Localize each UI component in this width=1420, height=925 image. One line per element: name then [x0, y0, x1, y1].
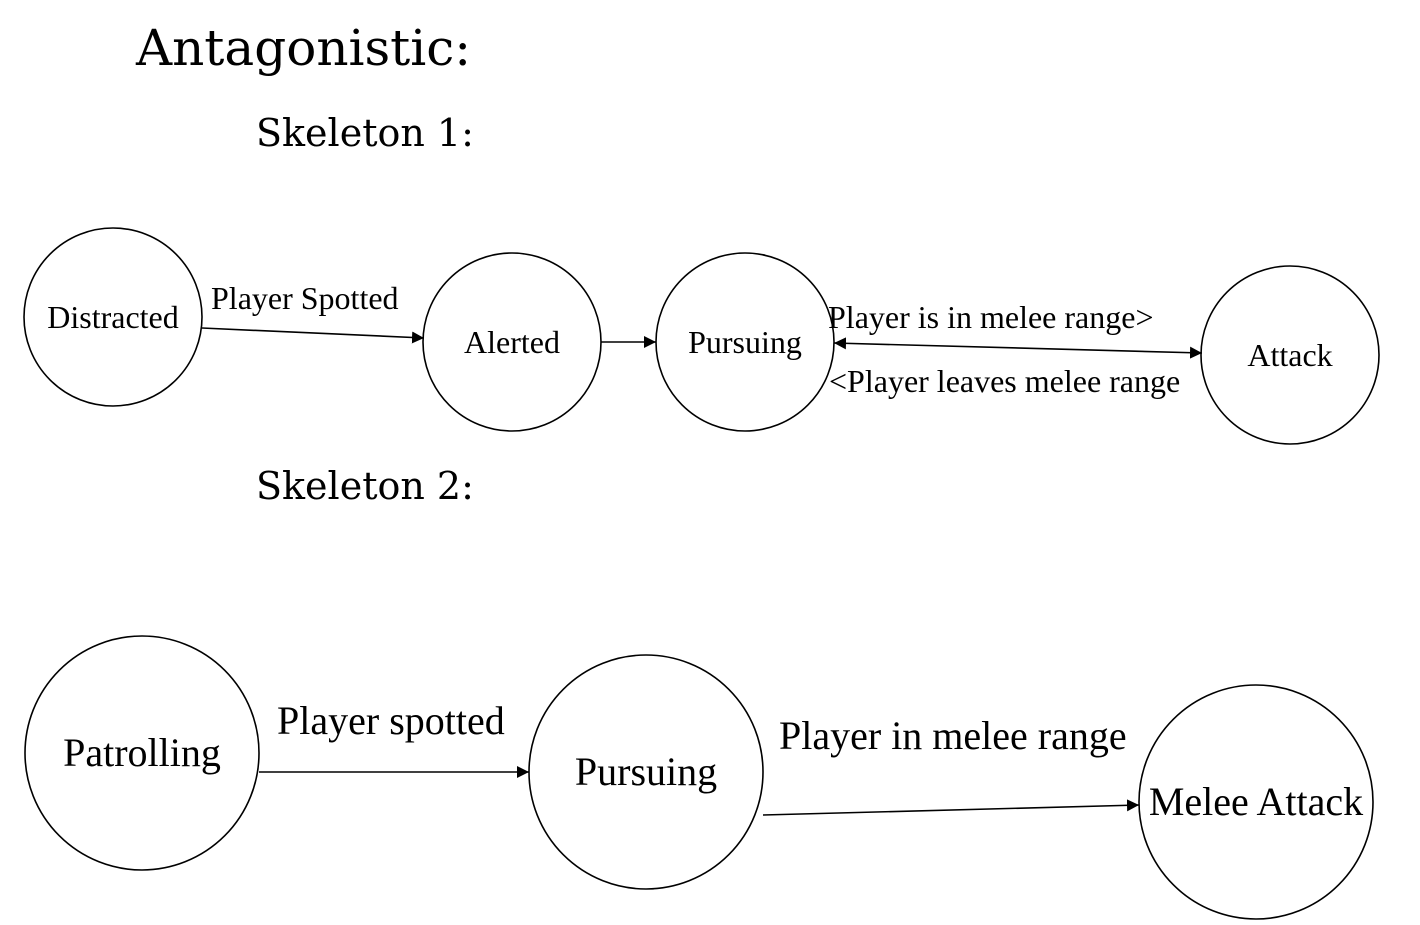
transition-distracted-to-alerted-label: Player Spotted	[211, 280, 399, 316]
state-distracted-circle	[23, 227, 203, 407]
state-pursuing-2-label: Pursuing	[575, 749, 717, 794]
skeleton-1-heading: Skeleton 1:	[256, 111, 474, 155]
state-attack: Attack	[1200, 265, 1380, 445]
transition-pursuing-attack-bidirectional-arrow	[833, 337, 1203, 359]
skeleton-1-diagram: Distracted Alerted Pursuing Attack Playe…	[23, 227, 1380, 445]
skeleton-2-diagram: Patrolling Pursuing Melee Attack Player …	[24, 635, 1374, 920]
state-patrolling: Patrolling	[24, 635, 260, 871]
state-pursuing-2: Pursuing	[528, 654, 764, 890]
state-patrolling-circle	[24, 635, 260, 871]
transition-patrolling-to-pursuing-label: Player spotted	[277, 698, 505, 743]
state-alerted: Alerted	[422, 252, 602, 432]
state-attack-label: Attack	[1247, 337, 1332, 373]
state-distracted-label: Distracted	[47, 299, 179, 335]
state-melee-attack-label: Melee Attack	[1149, 779, 1363, 824]
state-melee-attack-circle	[1138, 684, 1374, 920]
state-pursuing-label: Pursuing	[688, 324, 802, 360]
state-distracted: Distracted	[23, 227, 203, 407]
transition-pursuing-to-attack-label: Player is in melee range>	[828, 299, 1153, 335]
transition-pursuing-to-melee-attack-arrow	[762, 799, 1140, 816]
page-title: Antagonistic:	[136, 19, 472, 77]
transition-pursuing-to-melee-attack-label: Player in melee range	[779, 713, 1127, 758]
transition-attack-to-pursuing-label: <Player leaves melee range	[829, 363, 1180, 399]
skeleton-2-heading: Skeleton 2:	[256, 464, 474, 508]
state-melee-attack: Melee Attack	[1138, 684, 1374, 920]
transition-distracted-to-alerted-arrow	[201, 327, 425, 344]
state-alerted-label: Alerted	[464, 324, 560, 360]
state-pursuing: Pursuing	[655, 252, 835, 432]
state-patrolling-label: Patrolling	[63, 730, 221, 775]
